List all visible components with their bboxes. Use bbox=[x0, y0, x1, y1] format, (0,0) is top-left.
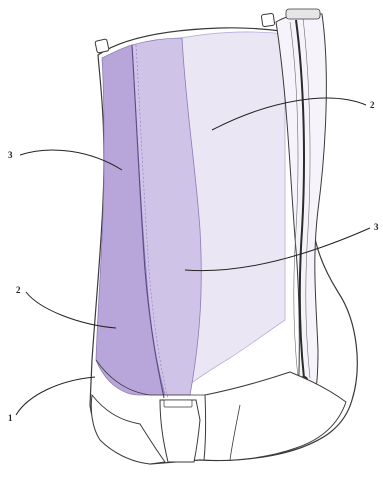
strap-loop-right bbox=[261, 13, 275, 27]
callout-label-2-right: 2 bbox=[370, 101, 375, 110]
brief-gusset bbox=[160, 400, 200, 462]
strap-loop-left bbox=[95, 39, 109, 53]
callout-label-3-right: 3 bbox=[374, 223, 379, 232]
gusset-tag bbox=[164, 400, 192, 407]
leader-line-left-1 bbox=[16, 377, 95, 415]
callout-label-1: 1 bbox=[8, 414, 13, 423]
callout-label-2-left: 2 bbox=[16, 286, 21, 295]
zipper-top bbox=[286, 9, 320, 19]
callout-label-3-left: 3 bbox=[8, 151, 13, 160]
